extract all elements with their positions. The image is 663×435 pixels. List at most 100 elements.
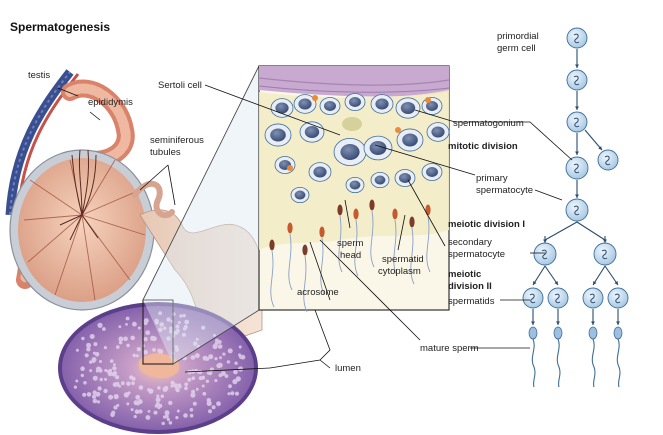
chromosome-glyph [529, 293, 536, 304]
tissue-cell-dot [191, 376, 196, 381]
inset-cell-nucleus [340, 144, 360, 160]
tissue-cell-dot [109, 359, 114, 363]
inset-cell-nucleus [400, 102, 416, 114]
tissue-cell-dot [238, 345, 242, 349]
label-primordial-1: primordial [497, 31, 539, 42]
tissue-cell-dot [91, 394, 97, 399]
label-meiotic-2-2: division II [448, 281, 492, 292]
chain-arrowhead [591, 321, 595, 325]
tissue-cell-dot [132, 353, 136, 358]
tissue-cell-dot [194, 353, 200, 359]
tissue-cell-dot [80, 373, 85, 378]
label-spermatogonium: spermatogonium [453, 118, 524, 129]
tissue-cell-dot [134, 409, 140, 415]
tissue-cell-dot [198, 376, 203, 381]
tissue-cell-dot [120, 381, 125, 386]
tissue-cell-dot [81, 336, 85, 341]
tissue-cell-dot [123, 392, 129, 398]
tissue-cell-dot [133, 415, 137, 419]
tissue-cell-dot [184, 382, 189, 387]
chain-arrowhead [556, 321, 560, 325]
inset-sperm-tail [338, 215, 343, 273]
tissue-cell-dot [136, 347, 142, 352]
label-meiotic-division-1: meiotic division I [448, 219, 525, 230]
chain-arrowhead [575, 106, 579, 110]
tissue-cell-dot [176, 409, 180, 413]
tissue-cell-dot [98, 323, 103, 328]
inset-cell-nucleus [369, 141, 387, 155]
inset-cell-nucleus [349, 180, 361, 190]
tissue-cell-dot [208, 371, 213, 376]
tissue-cell-dot [138, 409, 143, 414]
tissue-cell-dot [187, 377, 192, 382]
inset-cell-nucleus [426, 101, 438, 111]
tissue-cell-dot [132, 321, 137, 327]
inset-sperm-head [392, 208, 398, 220]
tissue-cell-dot [83, 381, 87, 385]
chromosome-glyph [573, 163, 580, 174]
tissue-cell-dot [239, 355, 244, 359]
chain-arrow [532, 265, 546, 286]
tissue-cell-dot [182, 313, 186, 318]
inset-cell-nucleus [375, 98, 389, 110]
inset-cell-nucleus [349, 97, 361, 107]
tissue-cell-dot [234, 361, 238, 365]
tissue-cell-dot [145, 330, 151, 336]
chromosome-glyph [554, 293, 561, 304]
tissue-cell-dot [164, 410, 170, 416]
tissue-cell-dot [162, 386, 168, 392]
inset-sperm-tail [370, 210, 375, 268]
inset-cell-nucleus [374, 175, 386, 185]
label-mitotic-division: mitotic division [448, 141, 518, 152]
tissue-cell-dot [184, 319, 190, 325]
tissue-cell-dot [118, 340, 123, 345]
label-primary-2: spermatocyte [476, 185, 533, 196]
tissue-cell-dot [166, 317, 171, 322]
inset-sperm-tail [393, 219, 398, 277]
tissue-cell-dot [218, 373, 223, 378]
tissue-cell-dot [99, 360, 102, 363]
inset-sertoli-nucleus [342, 117, 362, 131]
inset-marker-box [142, 299, 174, 365]
chain-arrowhead [616, 321, 620, 325]
tissue-cell-dot [166, 336, 171, 341]
tissue-cell-dot [127, 391, 131, 395]
inset-cell-nucleus [313, 166, 327, 178]
tissue-cell-dot [97, 386, 102, 391]
inset-sperm-tail [320, 237, 325, 295]
tissue-cell-dot [75, 348, 79, 352]
mature-sperm-tail [531, 338, 536, 388]
chain-arrowhead [533, 281, 537, 285]
mature-sperm-head [553, 326, 563, 340]
chromosome-glyph [573, 75, 580, 86]
tissue-cell-dot [222, 352, 226, 356]
tissue-cell-dot [118, 325, 122, 329]
label-sperm-head-2: head [340, 250, 361, 261]
tissue-cell-dot [202, 391, 207, 396]
meiosis-branch [544, 221, 606, 241]
tissue-cell-dot [107, 371, 113, 377]
tissue-cell-dot [111, 410, 116, 415]
tissue-cell-dot [156, 394, 160, 398]
tissue-cell-dot [152, 348, 156, 352]
inset-cell-nucleus [275, 102, 289, 114]
tissue-cell-dot [173, 383, 179, 388]
chromosome-glyph [604, 155, 611, 166]
tissue-cell-dot [145, 415, 151, 420]
tissue-cell-dot [89, 369, 93, 373]
inset-granule [287, 165, 293, 171]
tissue-cell-dot [75, 379, 79, 383]
tissue-cell-dot [234, 391, 240, 396]
label-secondary-1: secondary [448, 237, 492, 248]
tissue-cell-dot [86, 342, 92, 348]
inset-sperm-head [353, 208, 359, 220]
tissue-cell-dot [92, 398, 98, 404]
tissue-cell-dot [129, 375, 134, 380]
tissue-cell-dot [195, 337, 199, 341]
tissue-cell-dot [213, 333, 216, 337]
tissue-cell-dot [109, 368, 112, 372]
tissue-cell-dot [163, 326, 167, 330]
tissue-cell-dot [96, 400, 101, 404]
tissue-cell-dot [217, 340, 222, 344]
label-epididymis: epididymis [88, 97, 133, 108]
